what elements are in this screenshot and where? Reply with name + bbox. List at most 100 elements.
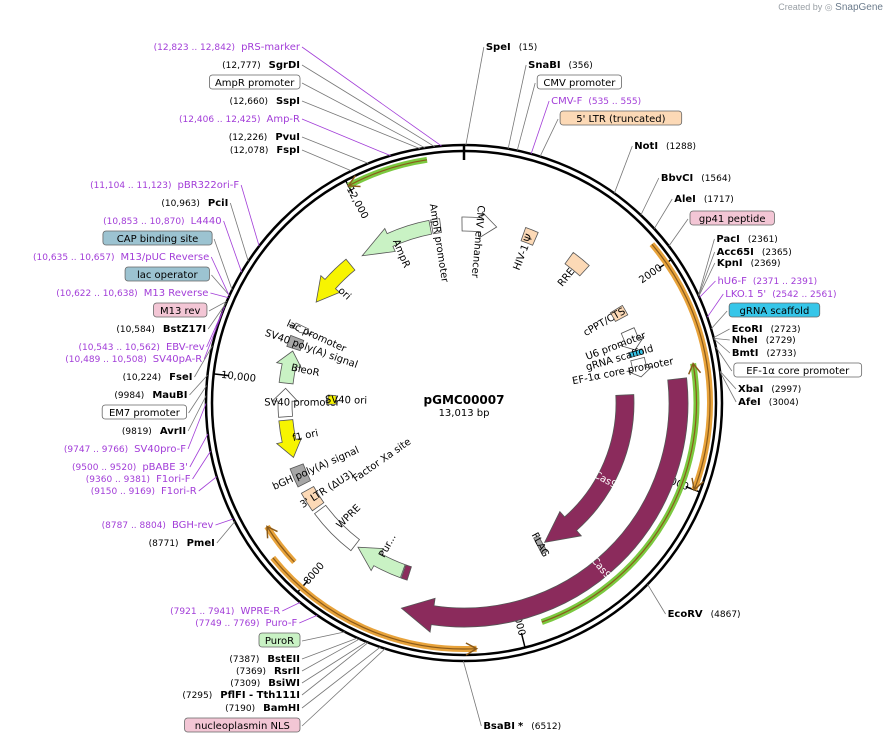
feature-outline-arrowhead [347,175,361,188]
enzyme-name: BbvCI [661,173,693,184]
feature-tag [102,230,213,246]
enzyme-pos: (10,224) [123,373,162,383]
feature-arrow [361,219,433,257]
enzyme-name: BmtI [732,348,759,359]
site-leader-line [613,145,633,194]
site-leader-line [213,238,233,290]
feature-tag [258,632,301,648]
feature-tag [101,404,187,420]
feature-box [430,218,442,235]
site-label-em7-promoter: EM7 promoter [101,404,187,420]
feature-tag [208,74,301,90]
primer-name: pRS-marker [241,42,301,53]
enzyme-text: NotI(1288) [634,141,696,152]
feature-tag-text: EF-1α core promoter [746,366,850,377]
feature-box [289,463,312,488]
enzyme-name: RsrII [274,666,300,677]
enzyme-name: SpeI [486,42,511,53]
site-label-paci: PacI(2361) [716,234,777,245]
primer-text: (9150 .. 9169)F1ori-R [91,486,197,497]
primer-name: Puro-F [266,618,298,629]
enzyme-name: BsaBI [483,721,515,732]
primer-range: (9150 .. 9169) [91,487,155,497]
site-leader-line [653,198,673,229]
enzyme-text: (10,224)FseI [123,372,193,383]
primer-name: WPRE-R [240,606,280,617]
enzyme-name: AleI [674,194,696,205]
enzyme-pos: (7295) [182,691,212,701]
site-leader-line [240,184,260,247]
site-leader-line [189,433,209,468]
feature-outline-core [272,557,477,650]
feature-tag [536,74,622,90]
enzyme-text: (12,660)SspI [229,96,300,107]
enzyme-text: NheI(2729) [732,335,796,346]
primer-text: (12,406 .. 12,425)Amp-R [179,114,300,125]
enzyme-name: AfeI [738,397,761,408]
enzyme-pos: (10,584) [116,325,155,335]
primer-range: (9500 .. 9520) [72,463,136,473]
primer-name: Amp-R [267,114,301,125]
primer-text: (7921 .. 7941) WPRE-R [170,606,280,617]
primer-text: (9360 .. 9381)F1ori-F [86,474,191,485]
site-leader-line [229,202,249,262]
primer-text: (7749 .. 7769)Puro-F [195,618,297,629]
feature-arrow [625,356,654,378]
feature-tag-text: lac operator [137,270,198,281]
site-label-snabi: SnaBI(356) [528,60,593,71]
feature-label: ori [336,286,353,303]
primer-name: M13/pUC Reverse [121,252,210,263]
site-leader-line [719,370,737,390]
snapgene-credit: Created by ◎ SnapGene [778,2,883,13]
primer-name: M13 Reverse [144,288,209,299]
feature-outline-core [651,243,711,491]
tick-label: 2000 [637,263,664,287]
site-leader-line [516,82,536,151]
enzyme-name: MauBI [152,390,187,401]
primer-text: (9747 .. 9766)SV40pro-F [64,444,186,455]
enzyme-name: SgrDI [269,60,300,71]
primer-range: (535 .. 555) [588,97,641,107]
enzyme-text: SnaBI(356) [528,60,593,71]
enzyme-text: (7387)BstEII [229,654,300,665]
primer-range: (10,622 .. 10,638) [56,289,137,299]
feature-arrow [543,394,635,543]
enzyme-pos: (10,963) [161,199,200,209]
enzyme-pos: (12,777) [222,61,261,71]
primer-text: (10,622 .. 10,638) M13 Reverse [56,288,208,299]
feature-arrow [275,419,303,459]
feature-tag [184,717,301,733]
site-leader-line [301,64,435,148]
backbone [204,143,724,663]
enzyme-name: PflFI - Tth111I [220,690,300,701]
feature-tag-text: AmpR promoter [215,78,295,89]
primer-text: (10,489 .. 10,508)SV40pA-R [65,354,202,365]
site-leader-line [706,293,724,318]
site-label-f1ori-r: (9150 .. 9169)F1ori-R [91,486,197,497]
site-label-spei: SpeI(15) [486,42,537,53]
site-leader-line [194,345,213,378]
enzyme-text: BmtI(2733) [732,348,796,359]
primer-name: SV40pA-R [153,354,202,365]
feature-box [533,535,548,555]
site-leader-line [188,385,207,414]
primer-name: CMV-F [551,96,582,107]
site-label-amp-r: (12,406 .. 12,425)Amp-R [179,114,300,125]
site-leader-line [698,238,715,296]
enzyme-pos: (1564) [701,174,731,184]
enzyme-name: SnaBI [528,60,560,71]
site-leader-line [647,584,666,615]
site-label-bgh-rev: (8787 .. 8804)BGH-rev [102,520,214,531]
primer-name: LKO.1 5' [725,289,766,300]
site-label-lko-1-5-: LKO.1 5'(2542 .. 2561) [725,289,836,300]
enzyme-pos: (7369) [236,667,266,677]
feature-arrow [400,377,689,633]
feature-box [327,394,337,405]
site-leader-line [640,177,660,216]
enzyme-name: PvuI [275,132,300,143]
primer-range: (7921 .. 7941) [170,607,234,617]
enzyme-pos: (4867) [711,610,741,620]
site-label-m13-reverse: (10,622 .. 10,638) M13 Reverse [56,288,208,299]
site-leader-line [301,100,421,150]
feature-tag [733,362,863,378]
